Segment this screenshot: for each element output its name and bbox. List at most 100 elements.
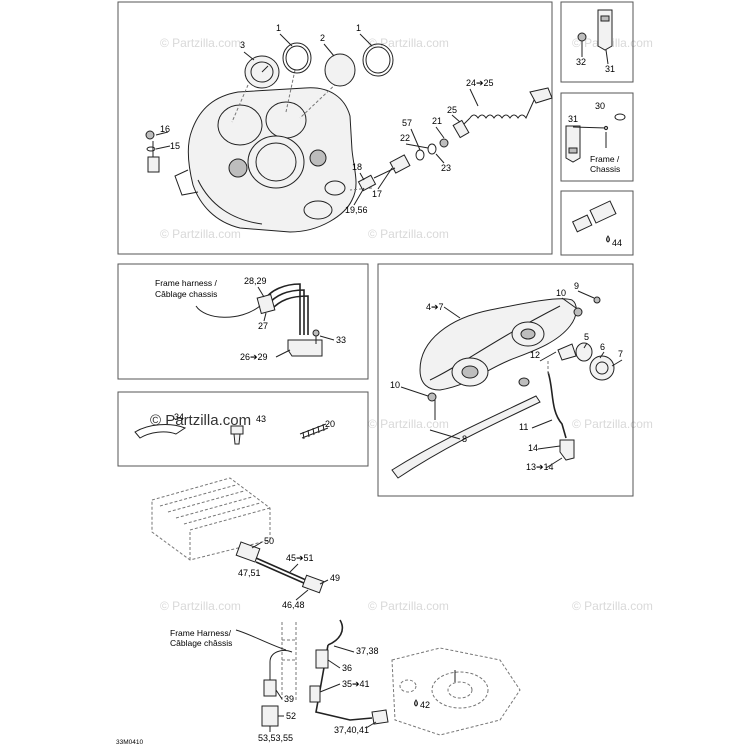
- callout: 19,56: [345, 205, 368, 215]
- bezel-ring: [362, 43, 394, 77]
- harness-plate-drawing: Frame harness / Câblage chassis 28,29 27…: [155, 276, 346, 362]
- harness-connector: [256, 293, 276, 315]
- callout: 7: [618, 349, 623, 359]
- callout: 18: [352, 162, 362, 172]
- clip-slot: [600, 15, 610, 22]
- callout: 1: [276, 23, 281, 33]
- harness-wire: [270, 295, 309, 335]
- gauge-lens: [324, 53, 356, 87]
- callout: 31: [568, 114, 578, 124]
- screw: [312, 329, 320, 337]
- bezel-ring-inner: [365, 46, 391, 74]
- grease-drop-icon: [414, 699, 418, 707]
- cable-connector: [529, 87, 553, 104]
- panel-frame-chassis: [560, 92, 634, 182]
- callout: 3: [240, 40, 245, 50]
- frame-harness-note: Frame Harness/: [170, 628, 232, 638]
- wire-harness: [255, 557, 307, 581]
- callout: 8: [462, 434, 467, 444]
- callout: 45➔51: [286, 553, 314, 563]
- callout: 50: [264, 536, 274, 546]
- connector-housing: [589, 200, 617, 224]
- connector-cap: [261, 705, 279, 727]
- callout: 32: [576, 57, 586, 67]
- housing-edge: [197, 179, 263, 225]
- callout: 36: [342, 663, 352, 673]
- ecu-module-outline: [151, 477, 271, 561]
- callout: 4➔7: [426, 302, 444, 312]
- gauge-meter-face: [250, 61, 274, 83]
- reflector-left-bulb-seat: [461, 365, 479, 379]
- assembly-guide: [299, 79, 341, 119]
- callout: 11: [519, 422, 528, 432]
- gauge-opening-left: [217, 104, 263, 146]
- callout: 34: [174, 412, 184, 422]
- callout: 57: [402, 118, 412, 128]
- callout: 37,38: [356, 646, 379, 656]
- watermark: © Partzilla.com: [368, 227, 449, 241]
- assembly-guide: [349, 187, 373, 191]
- callout: 16: [160, 124, 170, 134]
- callout: 23: [441, 163, 451, 173]
- sensor-body: [389, 154, 411, 174]
- callout: 52: [286, 711, 296, 721]
- callout: 17: [372, 189, 382, 199]
- headlight-drawing: [391, 296, 615, 479]
- callout: 53,53,55: [258, 733, 293, 743]
- bezel-ring-inner: [285, 45, 309, 71]
- callout: 14: [528, 443, 538, 453]
- engine-cylinder-bore: [447, 681, 473, 699]
- harness-lead: [269, 649, 293, 680]
- callouts-panel-headlight: 9 10 4➔7 5 6 7 12 10 8 11 14 13➔14: [390, 281, 623, 472]
- engine-boss: [399, 679, 417, 693]
- frame-harness-note: Câblage châssis: [170, 638, 232, 648]
- frame-chassis-note: Chassis: [590, 164, 620, 174]
- gauge-opening-center-inner: [255, 142, 297, 182]
- housing-edge: [429, 305, 561, 381]
- callout: 1: [356, 23, 361, 33]
- callout: 43: [256, 414, 266, 424]
- callout: 44: [612, 238, 622, 248]
- diagram-code: 33M0410: [116, 739, 143, 746]
- callouts-panel-1: 1 1 2 3 16 15 24➔25 25 57 21 22 23 18 17…: [160, 23, 494, 215]
- sensor-connector: [309, 685, 321, 703]
- callout: 33: [336, 335, 346, 345]
- callout: 46,48: [282, 600, 305, 610]
- callout: 6: [600, 342, 605, 352]
- clip-drawing: 32 31: [576, 9, 615, 74]
- dust-cap-inner: [595, 361, 609, 375]
- drain-hose: [547, 371, 567, 439]
- sensor-wire: [315, 619, 373, 721]
- connector-drawing: 44: [571, 200, 622, 248]
- harness-lower-drawing: 50 45➔51 47,51 49 46,48 Frame Harness/ C…: [151, 477, 521, 743]
- housing-side-port: [324, 180, 346, 196]
- wire-harness: [255, 561, 307, 585]
- frame-harness-note: Câblage chassis: [155, 289, 217, 299]
- callout: 2: [320, 33, 325, 43]
- callout: 5: [584, 332, 589, 342]
- hose-fitting: [559, 439, 575, 461]
- switch: [147, 156, 160, 173]
- sensor-probe: [371, 709, 389, 725]
- callout: 21: [432, 116, 442, 126]
- bulb: [557, 343, 577, 361]
- callout: 20: [325, 419, 335, 429]
- coil-cable: [469, 95, 546, 120]
- attachment-point: [603, 125, 609, 131]
- watermark: © Partzilla.com: [368, 599, 449, 613]
- guide-line: [572, 126, 607, 129]
- trim-strip: [391, 395, 541, 479]
- push-rivet: [233, 433, 241, 445]
- gauge-opening-right: [265, 101, 307, 139]
- frame-harness-note: Frame harness /: [155, 278, 218, 288]
- clip: [565, 125, 581, 163]
- watermark: © Partzilla.com: [368, 36, 449, 50]
- grommet: [357, 174, 377, 192]
- callout: 13➔14: [526, 462, 554, 472]
- washer: [614, 113, 626, 121]
- washer: [427, 143, 437, 155]
- gauge-cluster-drawing: [145, 42, 553, 233]
- harness-connector: [301, 574, 325, 594]
- housing-lower-port: [303, 200, 333, 220]
